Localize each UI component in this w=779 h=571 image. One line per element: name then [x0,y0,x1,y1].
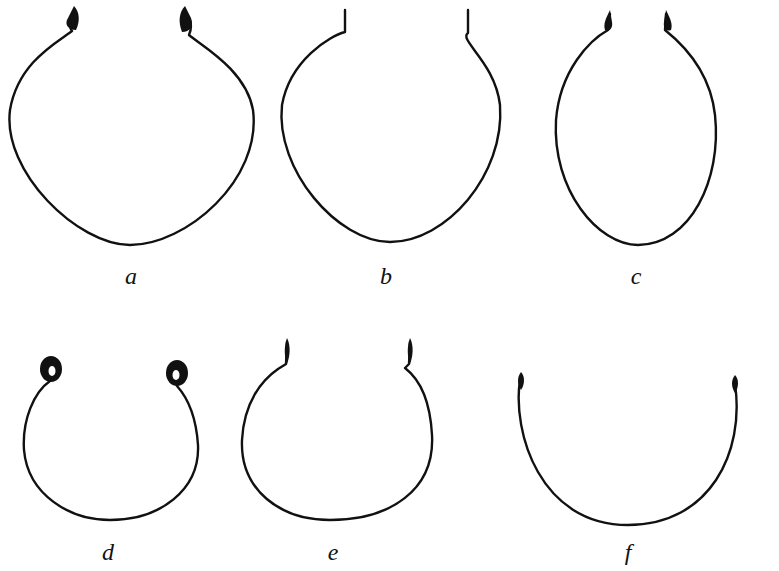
vessel-profile [556,14,716,245]
figure-letter: d [102,540,114,564]
vessel-profile [24,381,198,520]
vessel-profile [9,12,253,245]
vessel-profile [281,10,500,242]
figure-letter: f [625,540,632,564]
rim-thickening [408,338,413,364]
figure-letter: e [328,540,339,564]
rim-thickening [285,338,290,364]
figure-letter: b [380,264,392,288]
rolled-rim-hole [49,366,56,376]
rim-thickening [180,6,192,32]
rim-thickening [732,375,738,393]
rolled-rim [166,360,188,386]
rim-thickening [518,372,524,390]
figure-letter: a [125,264,137,288]
vessel-profile [519,380,737,525]
rim-thickening [604,10,612,31]
vessel-profile [242,342,432,520]
rim-thickening [66,6,78,30]
rim-thickening [664,10,672,31]
rolled-rim [40,356,62,382]
rolled-rim-hole [173,370,180,380]
figure-letter: c [631,264,642,288]
